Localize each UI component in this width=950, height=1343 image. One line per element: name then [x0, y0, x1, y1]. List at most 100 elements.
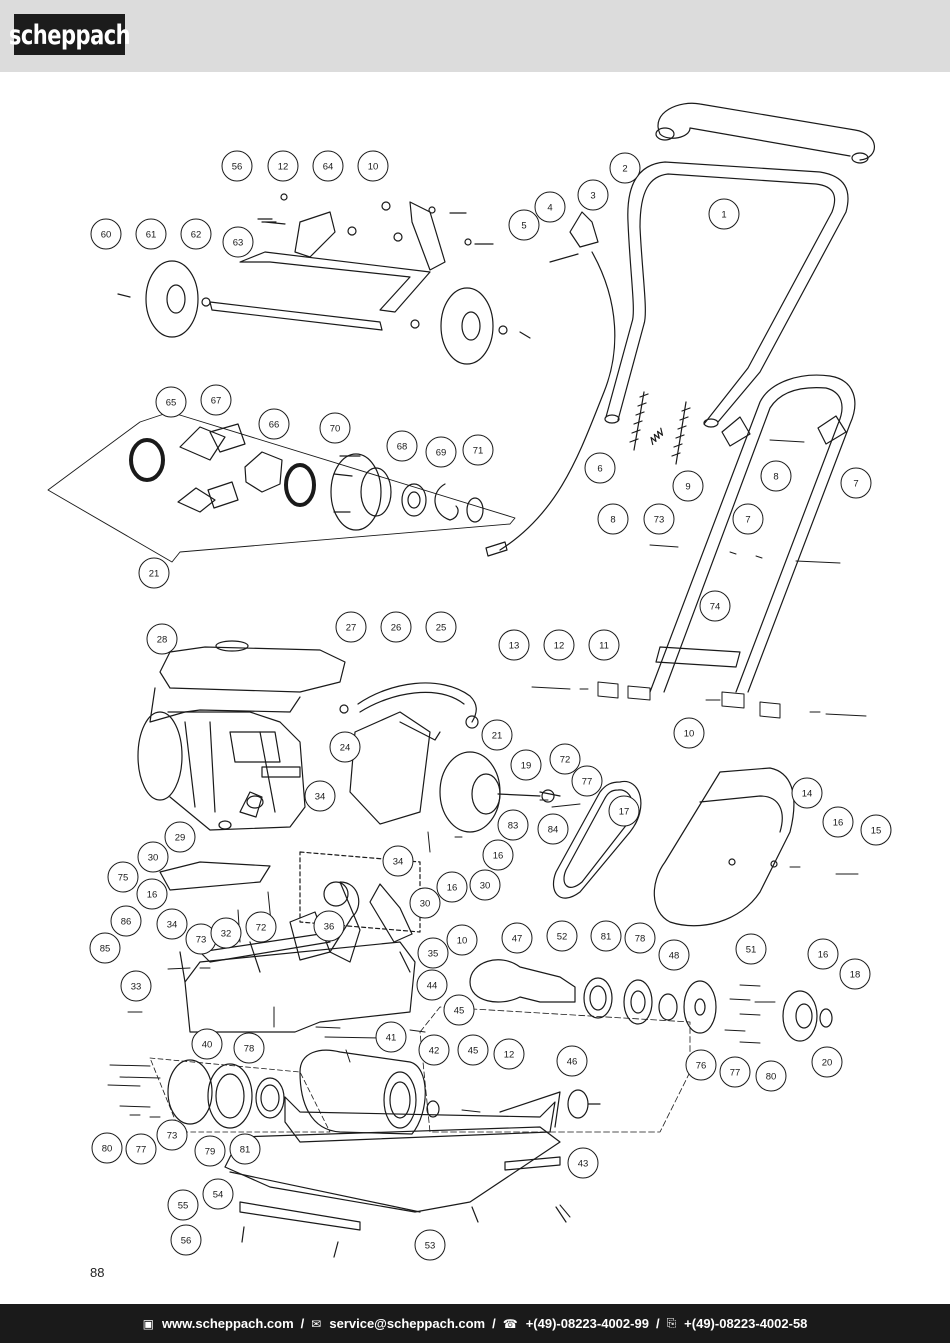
callout-circle	[414, 1229, 446, 1261]
callout-number: 34	[167, 920, 178, 931]
callout-number: 16	[493, 851, 504, 862]
part-callout: 19	[510, 749, 542, 781]
callout-circle	[732, 503, 764, 535]
callout-circle	[221, 150, 253, 182]
part-callout: 42	[418, 1034, 450, 1066]
footer-separator: /	[655, 1316, 660, 1331]
part-callout: 21	[138, 557, 170, 589]
part-callout: 10	[673, 717, 705, 749]
part-callout: 14	[791, 777, 823, 809]
callout-circle	[643, 503, 675, 535]
callout-number: 78	[635, 934, 646, 945]
callout-circle	[590, 920, 622, 952]
phone-icon: ☎	[502, 1316, 518, 1331]
callout-circle	[386, 430, 418, 462]
part-callout: 29	[164, 821, 196, 853]
callout-number: 63	[233, 238, 244, 249]
part-callout: 51	[735, 933, 767, 965]
callout-circle	[156, 1119, 188, 1151]
callout-number: 4	[547, 203, 552, 214]
callout-number: 30	[420, 899, 431, 910]
callout-number: 12	[554, 641, 565, 652]
callout-number: 24	[340, 743, 351, 754]
callout-circle	[735, 933, 767, 965]
footer-email[interactable]: service@scheppach.com	[329, 1316, 486, 1331]
callout-circle	[755, 1060, 787, 1092]
callout-number: 29	[175, 833, 186, 844]
callout-number: 34	[393, 857, 404, 868]
callout-number: 60	[101, 230, 112, 241]
part-callout: 11	[588, 629, 620, 661]
callout-number: 36	[324, 922, 335, 933]
belt-guard-plate-drawing	[349, 711, 441, 825]
callout-number: 72	[256, 923, 267, 934]
callout-circle	[860, 814, 892, 846]
callout-number: 10	[368, 162, 379, 173]
callout-number: 56	[181, 1236, 192, 1247]
callout-circle	[425, 611, 457, 643]
callout-number: 16	[818, 950, 829, 961]
part-callout: 16	[136, 878, 168, 910]
callout-circle	[107, 861, 139, 893]
callout-number: 84	[548, 825, 559, 836]
part-callout: 1	[708, 198, 740, 230]
callout-circle	[609, 152, 641, 184]
callout-number: 62	[191, 230, 202, 241]
part-callout: 83	[497, 809, 529, 841]
callout-number: 35	[428, 949, 439, 960]
callout-circle	[436, 871, 468, 903]
callout-number: 67	[211, 396, 222, 407]
part-callout: 47	[501, 922, 533, 954]
part-callout: 45	[443, 994, 475, 1026]
callout-number: 66	[269, 420, 280, 431]
part-callout: 30	[469, 869, 501, 901]
page-header: scheppach	[0, 0, 950, 72]
part-callout: 67	[200, 384, 232, 416]
callout-number: 34	[315, 792, 326, 803]
callout-number: 13	[509, 641, 520, 652]
callout-number: 52	[557, 932, 568, 943]
callout-circle	[125, 1133, 157, 1165]
callout-circle	[180, 218, 212, 250]
part-callout: 17	[608, 795, 640, 827]
callout-number: 32	[221, 929, 232, 940]
callout-circle	[791, 777, 823, 809]
part-callout: 16	[436, 871, 468, 903]
part-callout: 33	[120, 970, 152, 1002]
callout-circle	[409, 887, 441, 919]
callout-circle	[417, 937, 449, 969]
callout-number: 53	[425, 1241, 436, 1252]
callout-number: 56	[232, 162, 243, 173]
callout-number: 47	[512, 934, 523, 945]
callout-circle	[658, 939, 690, 971]
part-callout: 77	[125, 1133, 157, 1165]
page-number: 88	[90, 1265, 105, 1280]
part-callout: 68	[386, 430, 418, 462]
callout-number: 64	[323, 162, 334, 173]
part-callout: 20	[811, 1046, 843, 1078]
part-callout: 81	[229, 1133, 261, 1165]
callout-circle	[673, 717, 705, 749]
callout-number: 8	[773, 472, 778, 483]
callout-number: 69	[436, 448, 447, 459]
callout-circle	[312, 150, 344, 182]
callout-circle	[446, 924, 478, 956]
callout-circle	[229, 1133, 261, 1165]
callout-number: 61	[146, 230, 157, 241]
callout-circle	[839, 958, 871, 990]
callout-number: 76	[696, 1061, 707, 1072]
callout-number: 20	[822, 1058, 833, 1069]
callout-number: 1	[721, 210, 726, 221]
part-callout: 21	[481, 719, 513, 751]
callout-number: 70	[330, 424, 341, 435]
part-callout: 28	[146, 623, 178, 655]
part-callout: 12	[493, 1038, 525, 1070]
part-callout: 30	[409, 887, 441, 919]
callout-number: 18	[850, 970, 861, 981]
callout-number: 51	[746, 945, 757, 956]
callout-circle	[138, 557, 170, 589]
callout-circle	[120, 970, 152, 1002]
part-callout: 56	[170, 1224, 202, 1256]
footer-website[interactable]: www.scheppach.com	[161, 1316, 294, 1331]
